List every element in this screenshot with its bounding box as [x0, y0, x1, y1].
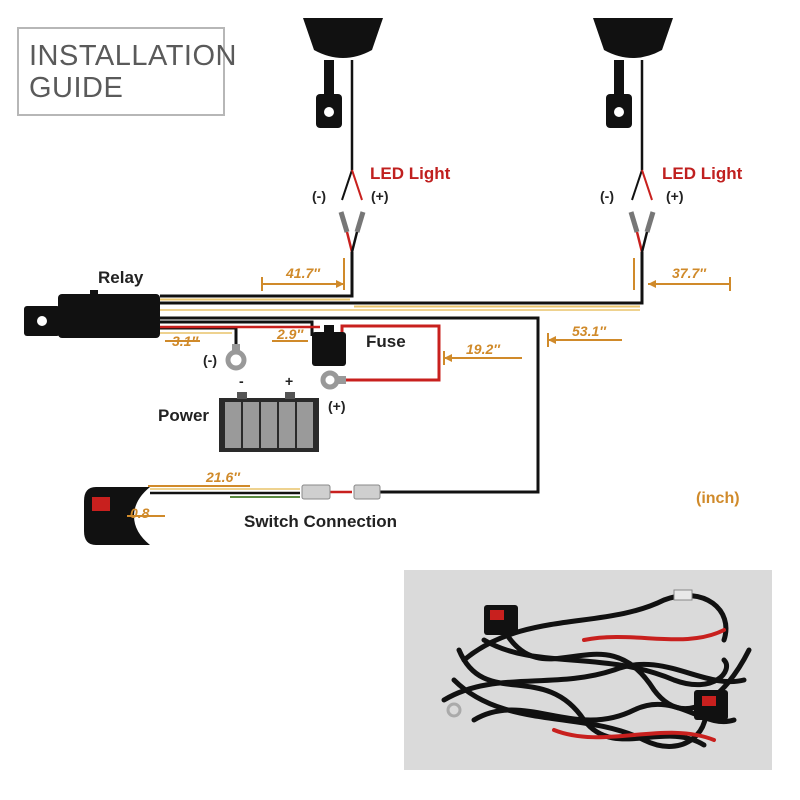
- dimension-arrowheads: [336, 280, 656, 362]
- dimension-19-2: 19.2″: [466, 341, 500, 357]
- led-lead-wires-right: [628, 60, 656, 253]
- fuse-red-wire: [340, 324, 441, 382]
- dimension-41-7: 41.7″: [286, 265, 320, 281]
- dimension-3-1: 3.1″: [172, 333, 199, 349]
- unit-label: (inch): [696, 490, 740, 507]
- product-photo: [404, 570, 772, 770]
- dimension-21-6: 21.6″: [206, 469, 240, 485]
- led-light-label-left: LED Light: [370, 164, 451, 183]
- harness-wires: [160, 252, 644, 311]
- right-negative-label: (-): [600, 188, 614, 204]
- left-positive-label: (+): [371, 188, 389, 204]
- switch-icon: [84, 487, 150, 545]
- relay-fuse-black-wire: [160, 320, 314, 336]
- battery-positive-label: +: [285, 373, 294, 389]
- connector-icon: [301, 484, 381, 500]
- led-light-icon: [303, 18, 383, 128]
- led-lead-wires-left: [338, 60, 366, 253]
- title-box: INSTALLATION GUIDE: [17, 27, 236, 116]
- dimension-2-9: 2.9″: [277, 326, 304, 342]
- wiring-harness-photo: [441, 589, 752, 749]
- fuse-label: Fuse: [366, 332, 406, 351]
- left-negative-label: (-): [312, 188, 326, 204]
- led-light-label-right: LED Light: [662, 164, 743, 183]
- right-positive-label: (+): [666, 188, 684, 204]
- battery-negative-label: -: [239, 373, 244, 389]
- battery-icon: [219, 392, 319, 452]
- led-light-icon: [593, 18, 673, 128]
- dimension-53-1: 53.1″: [572, 323, 606, 339]
- relay-icon: [24, 290, 160, 338]
- switch-connection-label: Switch Connection: [244, 512, 397, 531]
- dimension-arrows: [127, 258, 731, 517]
- ground-negative-label: (-): [203, 352, 217, 368]
- relay-label: Relay: [98, 268, 144, 287]
- title-line-2: GUIDE: [29, 72, 124, 104]
- power-label: Power: [158, 406, 210, 425]
- dimension-0-8: 0.8: [130, 505, 150, 521]
- ring-terminal-icon: [320, 370, 346, 390]
- switch-harness-wire: [160, 316, 540, 494]
- power-positive-label: (+): [328, 398, 346, 414]
- title-line-1: INSTALLATION: [29, 40, 237, 72]
- dimension-37-7: 37.7″: [672, 265, 706, 281]
- ring-terminal-icon: [225, 344, 247, 371]
- fuse-icon: [312, 325, 346, 366]
